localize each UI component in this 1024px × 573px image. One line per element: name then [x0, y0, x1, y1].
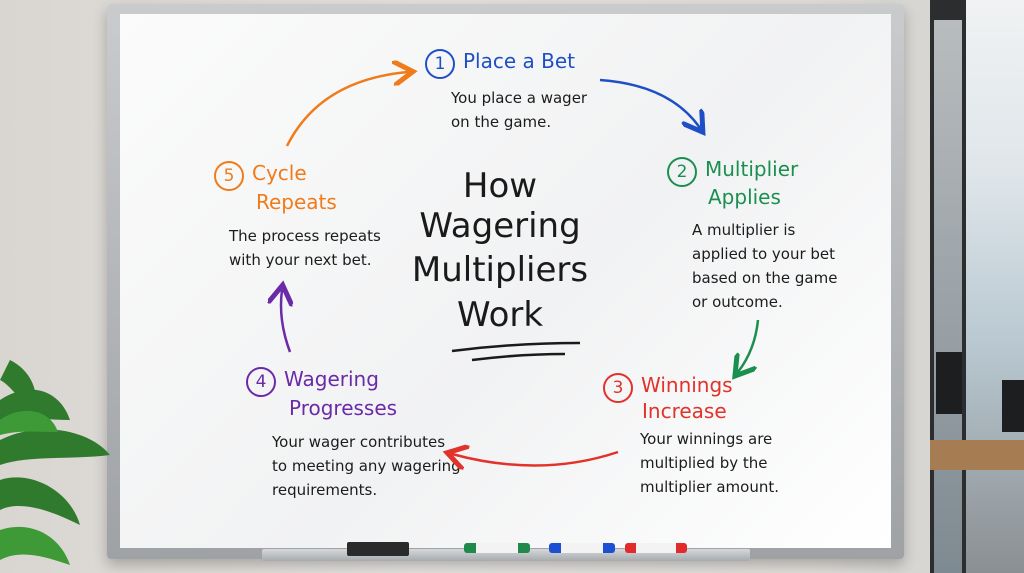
description-line: based on the game	[692, 269, 838, 287]
step-number: 4	[246, 366, 276, 397]
board-title-line: Multipliers	[411, 250, 589, 290]
monitor	[936, 352, 962, 414]
step-4: 4 Wagering	[246, 366, 379, 397]
description-line: on the game.	[451, 113, 552, 131]
desk	[930, 440, 1024, 470]
office-background	[930, 0, 1024, 573]
step-title: Multiplier	[705, 157, 799, 181]
description-line: applied to your bet	[692, 245, 836, 263]
red-marker	[625, 543, 687, 553]
step-number: 3	[603, 372, 633, 403]
step-title: Wagering	[284, 367, 379, 391]
step-title: Place a Bet	[463, 49, 576, 73]
step-3: 3 Winnings	[603, 372, 733, 403]
description-line: with your next bet.	[229, 251, 372, 269]
step-4-description: Your wager contributes to meeting any wa…	[272, 430, 461, 502]
step-title: Applies	[708, 185, 781, 209]
description-line: multiplier amount.	[640, 478, 779, 496]
step-2: 2 Multiplier	[667, 156, 798, 187]
step-title: Repeats	[256, 190, 337, 214]
step-title: Cycle	[252, 161, 307, 185]
description-line: to meeting any wagering	[272, 457, 461, 475]
monitor	[1002, 380, 1024, 432]
board-title-line: How	[462, 166, 538, 206]
description-line: requirements.	[272, 481, 378, 499]
step-5: 5 Cycle	[214, 160, 307, 191]
step-2-description: A multiplier is applied to your bet base…	[692, 218, 837, 314]
step-3-description: Your winnings are multiplied by the mult…	[640, 427, 779, 499]
step-5-description: The process repeats with your next bet.	[229, 224, 381, 272]
green-marker	[464, 543, 530, 553]
glass-pane	[934, 20, 962, 573]
step-number: 1	[425, 48, 455, 79]
step-1: 1 Place a Bet	[425, 48, 575, 79]
step-1-description: You place a wager on the game.	[451, 86, 587, 134]
description-line: Your wager contributes	[272, 433, 446, 451]
blue-marker	[549, 543, 615, 553]
step-title: Progresses	[289, 396, 398, 420]
description-line: A multiplier is	[692, 221, 796, 239]
description-line: Your winnings are	[640, 430, 773, 448]
description-line: multiplied by the	[640, 454, 768, 472]
step-number: 2	[667, 156, 697, 187]
description-line: or outcome.	[692, 293, 783, 311]
step-title: Winnings	[641, 373, 733, 397]
eraser	[347, 542, 409, 556]
step-title: Increase	[642, 399, 727, 423]
plant-leaves	[0, 360, 110, 565]
board-title-line: Wagering	[419, 206, 581, 246]
description-line: You place a wager	[451, 89, 588, 107]
description-line: The process repeats	[229, 227, 381, 245]
step-number: 5	[214, 160, 244, 191]
board-title-line: Work	[456, 295, 544, 335]
